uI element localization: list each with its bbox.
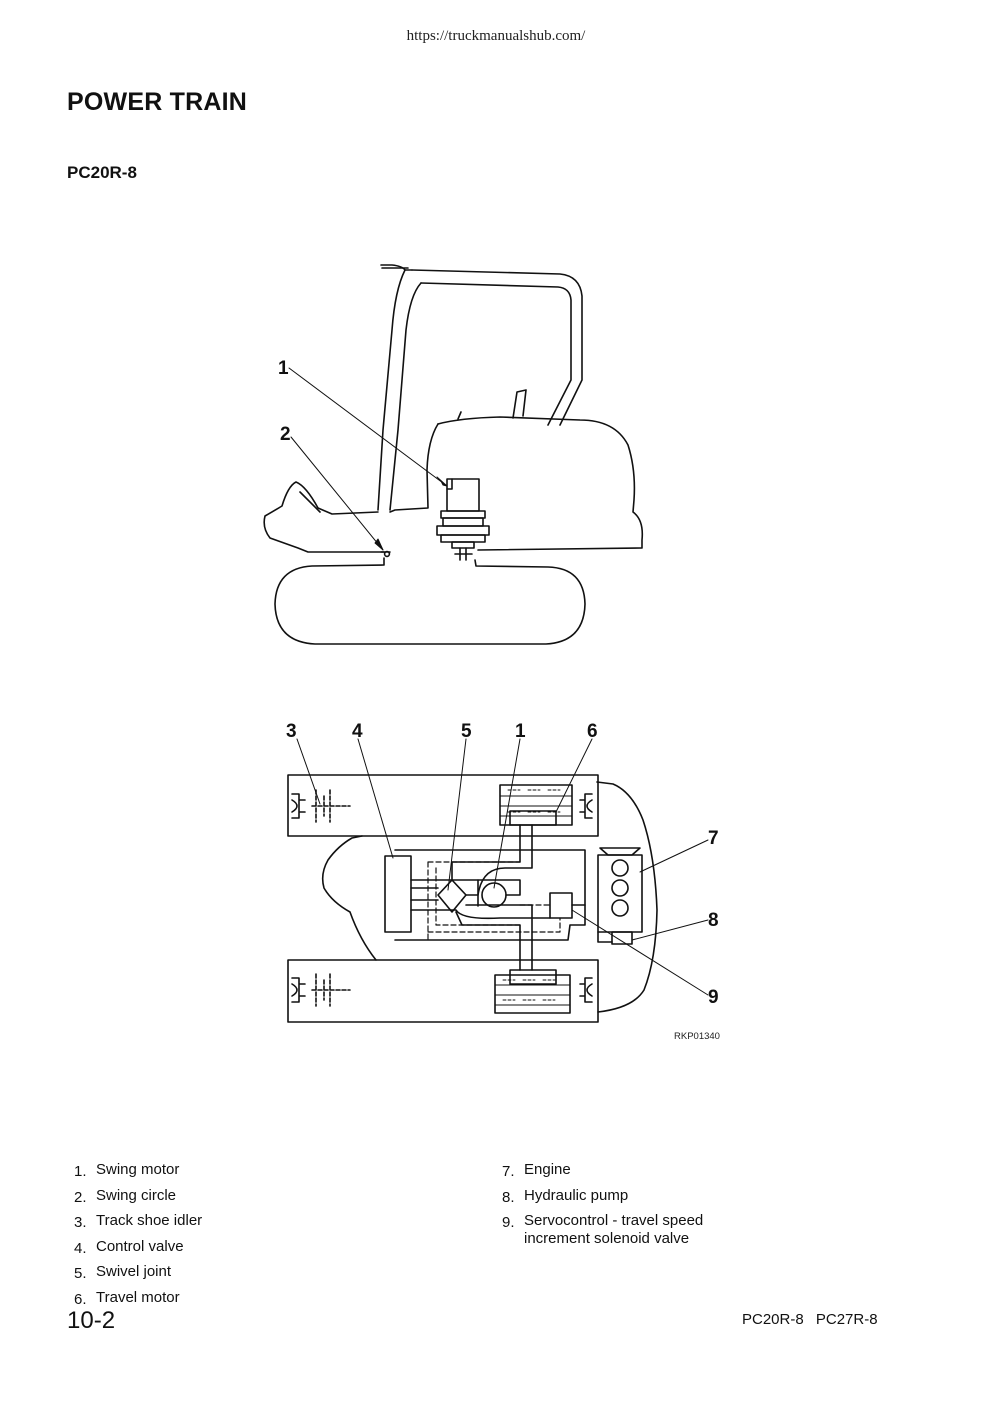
callout-7: 7 — [708, 828, 719, 849]
figure-code: RKP01340 — [674, 1031, 720, 1042]
callout-8: 8 — [708, 910, 719, 931]
legend-item: 9.Servocontrol - travel speed increment … — [502, 1212, 704, 1248]
legend-item: 1.Swing motor — [74, 1161, 180, 1180]
legend-item: 6.Travel motor — [74, 1288, 180, 1308]
top-view-leaders — [296, 738, 709, 996]
callout-9: 9 — [708, 987, 719, 1008]
excavator-top-view — [287, 774, 658, 1023]
legend-item: 8.Hydraulic pump — [502, 1186, 629, 1206]
excavator-side-view — [263, 264, 644, 645]
page-number: 10-2 — [67, 1307, 116, 1334]
leader-1-side — [288, 367, 448, 487]
leader-2-side — [290, 436, 384, 551]
callout-2-side: 2 — [280, 424, 291, 445]
callout-3: 3 — [286, 721, 297, 742]
legend-item: 7.Engine — [502, 1161, 571, 1180]
legend-item: 5.Swivel joint — [74, 1263, 172, 1283]
model-list: PC20R-8 PC27R-8 — [742, 1311, 878, 1328]
callout-1-side: 1 — [278, 358, 289, 379]
callout-4: 4 — [352, 721, 363, 742]
callout-6: 6 — [587, 721, 598, 742]
legend-item: 3.Track shoe idler — [74, 1212, 203, 1232]
legend-right: 7.Engine 8.Hydraulic pump 9.Servocontrol… — [502, 1161, 742, 1248]
legend-item: 4.Control valve — [74, 1237, 184, 1257]
legend-item: 2.Swing circle — [74, 1186, 177, 1206]
source-url: https://truckmanualshub.com/ — [406, 28, 586, 44]
page-title: POWER TRAIN — [67, 88, 247, 116]
model-subtitle: PC20R-8 — [67, 163, 137, 182]
legend-left: 1.Swing motor 2.Swing circle 3.Track sho… — [74, 1161, 374, 1311]
callout-1-top: 1 — [515, 721, 526, 742]
power-train-figure: 1 2 — [263, 264, 719, 1023]
callout-5: 5 — [461, 721, 472, 742]
